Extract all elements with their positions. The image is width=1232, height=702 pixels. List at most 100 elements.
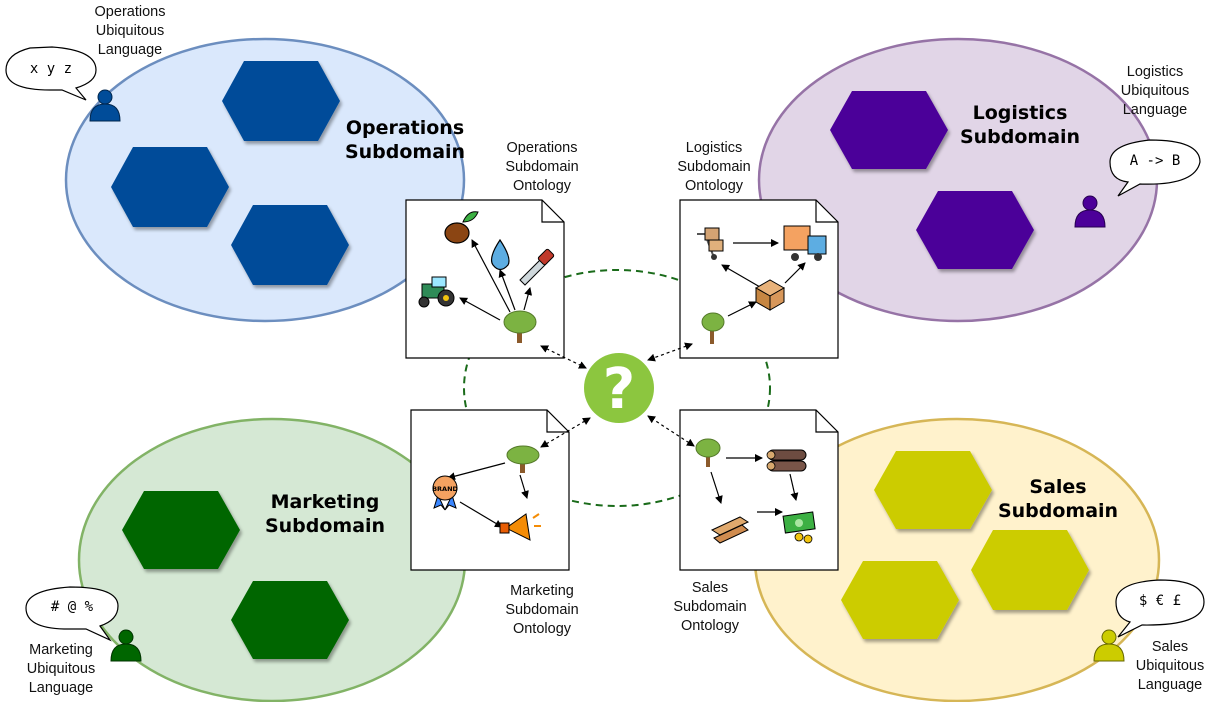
operations-hexagon [231, 205, 349, 285]
ontology-arrow [710, 471, 723, 504]
ontology-arrow [498, 269, 516, 311]
logistics-language-label: Logistics Ubiquitous Language [1095, 63, 1215, 120]
tree-icon [701, 312, 725, 344]
operations-language-line3: Language [97, 42, 163, 58]
megaphone-icon [499, 513, 541, 541]
marketing-ontology-line2: Subdomain [505, 602, 579, 618]
marketing-ontology-line1: Marketing [510, 583, 574, 599]
marketing-ontology-label: Marketing Subdomain Ontology [482, 582, 602, 639]
sales-subdomain-title: Sales Subdomain [993, 475, 1123, 523]
logistics-person-icon [1074, 195, 1106, 228]
logistics-subdomain-title: Logistics Subdomain [955, 101, 1085, 149]
planks-icon [710, 516, 750, 544]
ontology-arrow [519, 474, 529, 499]
operations-hexagon [111, 147, 229, 227]
sales-ontology-line1: Sales [691, 580, 729, 596]
operations-ontology-line1: Operations [506, 140, 578, 156]
ontology-arrow [447, 462, 506, 481]
connector-operations [540, 345, 587, 369]
logistics-speech-text: A -> B [1129, 153, 1181, 169]
marketing-language-line2: Ubiquitous [26, 661, 96, 677]
operations-title-line1: Operations [345, 117, 465, 139]
marketing-subdomain-title: Marketing Subdomain [260, 490, 390, 538]
ontology-arrow [727, 301, 757, 317]
operations-person-icon [89, 89, 121, 122]
water-drop-icon [490, 238, 510, 271]
sales-hexagon [841, 561, 959, 639]
logistics-ontology-line1: Logistics [685, 140, 743, 156]
logs-icon [766, 449, 807, 472]
ontology-arrow [721, 264, 761, 288]
logistics-language-line1: Logistics [1126, 64, 1184, 80]
tree-icon [506, 445, 540, 473]
sales-language-label: Sales Ubiquitous Language [1110, 638, 1230, 695]
operations-speech-text: x y z [29, 61, 73, 77]
marketing-language-line3: Language [28, 680, 94, 696]
marketing-speech-text: # @ % [50, 599, 94, 615]
operations-speech-bubble [5, 46, 97, 101]
question-symbol: ? [603, 357, 635, 422]
marketing-hexagon [231, 581, 349, 659]
operations-ontology-line3: Ontology [512, 178, 572, 194]
logistics-title-line1: Logistics [972, 102, 1068, 124]
operations-subdomain-title: Operations Subdomain [340, 116, 470, 164]
marketing-ontology-line3: Ontology [512, 621, 572, 637]
hand-truck-icon [697, 227, 724, 260]
operations-language-line1: Operations [94, 4, 166, 20]
sales-ontology-document [679, 409, 839, 571]
operations-hexagon [222, 61, 340, 141]
logistics-ontology-line2: Subdomain [677, 159, 751, 175]
money-icon [782, 511, 816, 544]
brand-badge-icon [432, 475, 458, 511]
sales-title-line1: Sales [1029, 476, 1087, 498]
saw-icon [519, 248, 555, 286]
question-icon [584, 353, 654, 423]
ontology-arrow [471, 239, 511, 313]
package-icon [754, 279, 786, 311]
logistics-speech-bubble [1109, 139, 1201, 197]
sales-hexagon [874, 451, 992, 529]
operations-language-label: Operations Ubiquitous Language [70, 3, 190, 60]
sales-person-icon [1093, 629, 1125, 662]
sales-ontology-line3: Ontology [680, 618, 740, 634]
brand-label: BRAND [432, 485, 458, 493]
logistics-language-line3: Language [1122, 102, 1188, 118]
sales-speech-text: $ € £ [1138, 593, 1182, 609]
tree-icon [695, 438, 721, 467]
marketing-language-line1: Marketing [29, 642, 93, 658]
operations-subdomain-ellipse [64, 37, 466, 323]
logistics-ontology-document [679, 199, 839, 359]
logistics-title-line2: Subdomain [959, 126, 1081, 148]
delivery-truck-icon [783, 225, 827, 261]
sales-language-line1: Sales [1151, 639, 1189, 655]
sales-ontology-line2: Subdomain [673, 599, 747, 615]
shared-ontology-ring [463, 269, 771, 507]
logistics-language-line2: Ubiquitous [1120, 83, 1190, 99]
marketing-person-icon [110, 629, 142, 662]
tractor-icon [418, 276, 455, 308]
ontology-arrow [459, 501, 503, 528]
marketing-speech-bubble [25, 586, 119, 642]
marketing-title-line2: Subdomain [264, 515, 386, 537]
operations-language-line2: Ubiquitous [95, 23, 165, 39]
ontology-arrow [784, 262, 806, 284]
operations-ontology-document [405, 199, 565, 359]
logistics-ontology-line3: Ontology [684, 178, 744, 194]
marketing-language-label: Marketing Ubiquitous Language [1, 641, 121, 698]
marketing-hexagon [122, 491, 240, 569]
logistics-ontology-label: Logistics Subdomain Ontology [654, 139, 774, 196]
tree-icon [503, 310, 537, 343]
sales-language-line3: Language [1137, 677, 1203, 693]
logistics-hexagon [916, 191, 1034, 269]
sales-title-line2: Subdomain [997, 500, 1119, 522]
ontology-arrow [459, 297, 501, 321]
marketing-title-line1: Marketing [270, 491, 380, 513]
sales-hexagon [971, 530, 1089, 610]
logistics-hexagon [830, 91, 948, 169]
ontology-arrow [789, 473, 799, 501]
operations-title-line2: Subdomain [344, 141, 466, 163]
connector-logistics [647, 342, 693, 362]
seed-icon [444, 211, 479, 244]
operations-ontology-line2: Subdomain [505, 159, 579, 175]
sales-speech-bubble [1115, 579, 1205, 638]
